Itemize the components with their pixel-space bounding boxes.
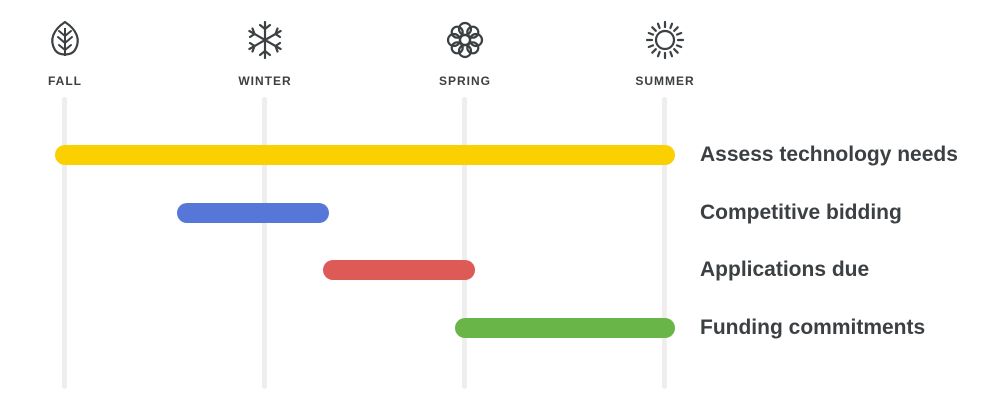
task-label-applications-due: Applications due bbox=[700, 258, 870, 281]
season-label-spring: SPRING bbox=[438, 74, 491, 88]
leaf-icon bbox=[5, 18, 125, 62]
sun-icon bbox=[605, 18, 725, 62]
season-fall: FALL bbox=[5, 18, 125, 98]
season-label-fall: FALL bbox=[48, 74, 82, 88]
task-bar-competitive-bidding bbox=[177, 203, 329, 223]
task-label-funding-commitments: Funding commitments bbox=[700, 316, 926, 339]
gridline-winter bbox=[262, 97, 267, 389]
gridline-spring bbox=[462, 97, 467, 389]
task-label-competitive-bidding: Competitive bidding bbox=[700, 201, 902, 224]
season-label-summer: SUMMER bbox=[635, 74, 695, 88]
season-winter: WINTER bbox=[205, 18, 325, 98]
gridline-fall bbox=[62, 97, 67, 389]
task-label-assess-technology-needs: Assess technology needs bbox=[700, 143, 958, 166]
season-spring: SPRING bbox=[405, 18, 525, 98]
season-label-winter: WINTER bbox=[238, 74, 292, 88]
flower-icon bbox=[405, 18, 525, 62]
snowflake-icon bbox=[205, 18, 325, 62]
task-bar-assess-technology-needs bbox=[55, 145, 675, 165]
gridline-summer bbox=[662, 97, 667, 389]
task-bar-funding-commitments bbox=[455, 318, 675, 338]
season-summer: SUMMER bbox=[605, 18, 725, 98]
task-bar-applications-due bbox=[323, 260, 475, 280]
